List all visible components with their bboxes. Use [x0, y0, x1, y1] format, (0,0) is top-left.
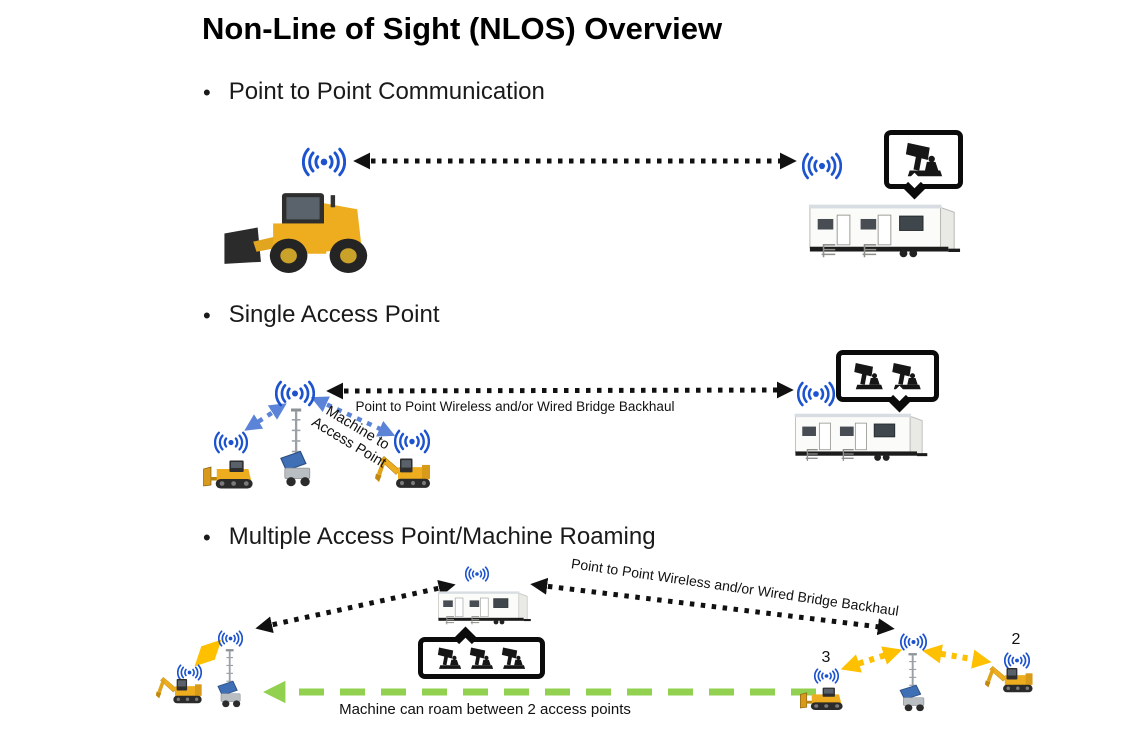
right-tower-to-dozer-roam-arrow: [840, 646, 903, 673]
left-tower-to-excavator-roam-arrow: [194, 639, 222, 667]
wifi-signal-icon: [465, 566, 489, 582]
bullet-heading-single-access-point: • Single Access Point: [203, 301, 440, 331]
machine-roam-label: Machine can roam between 2 access points: [339, 701, 631, 718]
operator-stations-callout: [418, 637, 545, 679]
mobile-access-point-tower-icon: [277, 407, 316, 490]
wifi-signal-icon: [218, 630, 243, 647]
right-tower-to-excavator-roam-arrow: [922, 644, 992, 669]
excavator-icon: [984, 661, 1036, 694]
wifi-signal-icon: [802, 152, 842, 180]
remote-operator-station-icon: [903, 139, 945, 181]
mobile-access-point-tower-icon: [215, 648, 245, 710]
bullet-dot: •: [203, 303, 211, 328]
wifi-signal-icon: [900, 633, 927, 651]
wifi-signal-icon: [797, 381, 835, 407]
bulldozer-icon: [799, 684, 849, 712]
excavator-icon: [155, 672, 205, 705]
bullet-dot: •: [203, 80, 211, 105]
access-point-2-label: 2: [1011, 631, 1021, 648]
remote-operator-station-icon: [468, 645, 495, 672]
wifi-signal-icon: [1004, 652, 1030, 669]
page-title: Non-Line of Sight (NLOS) Overview: [202, 11, 723, 46]
remote-operator-station-icon: [436, 645, 463, 672]
heading-label: Point to Point Communication: [228, 78, 545, 105]
remote-operator-station-icon: [852, 360, 885, 393]
backhaul-label-single-ap: Point to Point Wireless and/or Wired Bri…: [355, 399, 675, 414]
office-trailer-icon: [436, 586, 532, 628]
mobile-access-point-tower-icon: [897, 652, 929, 714]
heading-label: Single Access Point: [228, 301, 440, 328]
office-trailer-icon: [792, 406, 929, 466]
single-ap-backhaul-arrow: [326, 381, 794, 400]
bullet-heading-point-to-point: • Point to Point Communication: [203, 78, 545, 108]
bullet-dot: •: [203, 525, 211, 550]
wifi-signal-icon: [302, 147, 346, 177]
wifi-signal-icon: [214, 431, 248, 454]
bulldozer-icon: [202, 456, 260, 491]
operator-station-callout: [884, 130, 963, 189]
operator-stations-callout: [836, 350, 939, 402]
wifi-signal-icon: [177, 664, 202, 681]
wifi-signal-icon: [814, 668, 839, 684]
backhaul-label-multi-ap: Point to Point Wireless and/or Wired Bri…: [570, 555, 900, 619]
remote-operator-station-icon: [890, 360, 923, 393]
excavator-icon: [374, 450, 434, 490]
access-point-3-label: 3: [821, 649, 831, 666]
wifi-signal-icon: [394, 429, 430, 454]
wifi-signal-icon: [275, 380, 315, 407]
remote-operator-station-icon: [500, 645, 527, 672]
heading-label: Multiple Access Point/Machine Roaming: [228, 523, 656, 550]
multi-ap-backhaul-arrow-left: [255, 579, 456, 634]
office-trailer-icon: [806, 196, 962, 263]
wheel-loader-icon: [220, 181, 386, 277]
bullet-heading-multi-access-point: • Multiple Access Point/Machine Roaming: [203, 523, 656, 553]
